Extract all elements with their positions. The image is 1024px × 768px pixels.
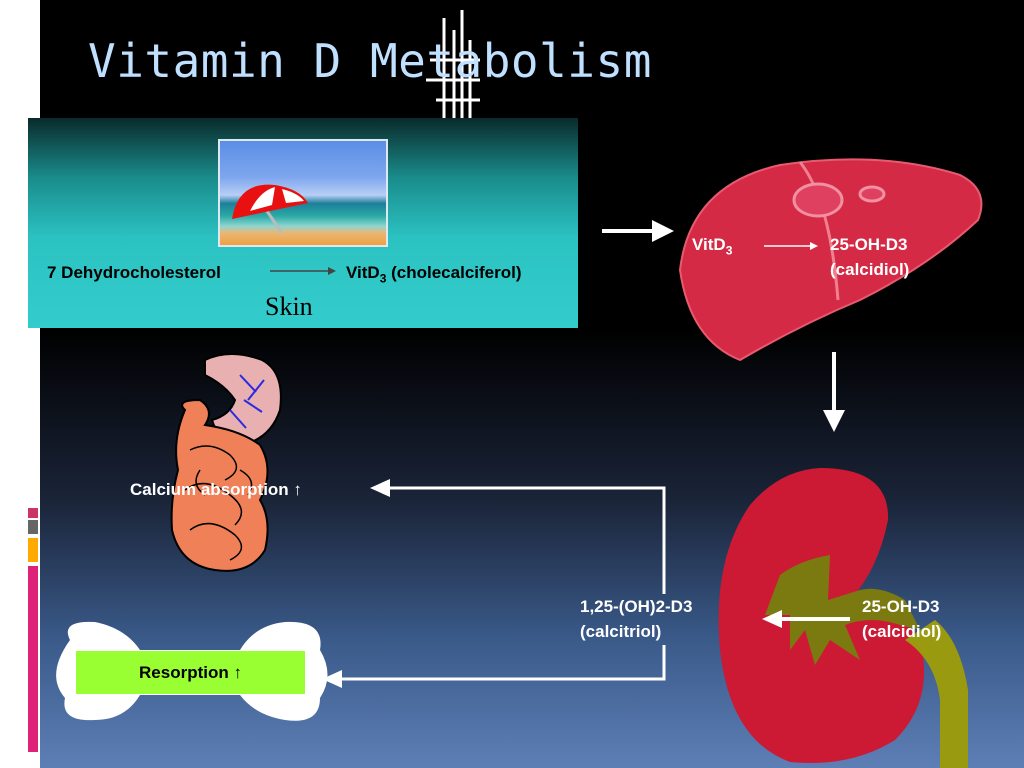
cholecalciferol-text: (cholecalciferol) [391,263,522,282]
resorption-box: Resorption ↑ [76,651,305,694]
liver-25ohd3-text: 25-OH-D3 [830,235,908,254]
beach-image [218,139,388,247]
page-title: Vitamin D Metabolism [88,34,652,88]
liver-vitd3-text: VitD [692,235,726,254]
kidney-calcidiol-label: 25-OH-D3 (calcidiol) [862,594,941,644]
calcitriol-to-bone-arrow [340,645,666,681]
calcitriol-to-intestine-arrow [388,486,666,594]
decor-band-orange [28,538,38,562]
liver-calcidiol-text: (calcidiol) [830,260,910,279]
calcidiol-to-calcitriol-arrow [762,610,850,628]
vitd3-sub: 3 [379,271,387,286]
bone-arrowhead [322,670,342,688]
calcitriol-text: (calcitriol) [580,622,662,641]
decor-band-gray [28,520,38,534]
precursor-label: 7 Dehydrocholesterol [47,263,221,282]
calcitriol-label: 1,25-(OH)2-D3 (calcitriol) [580,594,692,644]
calcitriol-formula-text: 1,25-(OH)2-D3 [580,597,693,616]
beach-umbrella-icon [232,184,308,234]
intestine-arrowhead [370,479,390,497]
kidney-calcidiol-text: (calcidiol) [862,622,942,641]
skin-to-liver-arrow [602,220,674,242]
calcium-absorption-label: Calcium absorption ↑ [130,480,302,499]
decor-band-pink [28,508,38,518]
liver-calcidiol-label: 25-OH-D3 (calcidiol) [830,232,909,282]
vitd3-skin-label: VitD3 (cholecalciferol) [346,260,522,291]
kidney-25ohd3-text: 25-OH-D3 [862,597,940,616]
liver-to-kidney-arrow [823,352,845,432]
liver-vitd3-sub: 3 [725,243,733,258]
vitd3-text: VitD [346,263,380,282]
decor-band-magenta [28,566,38,752]
liver-vitd3-label: VitD3 [692,232,732,263]
skin-label: Skin [265,292,313,321]
